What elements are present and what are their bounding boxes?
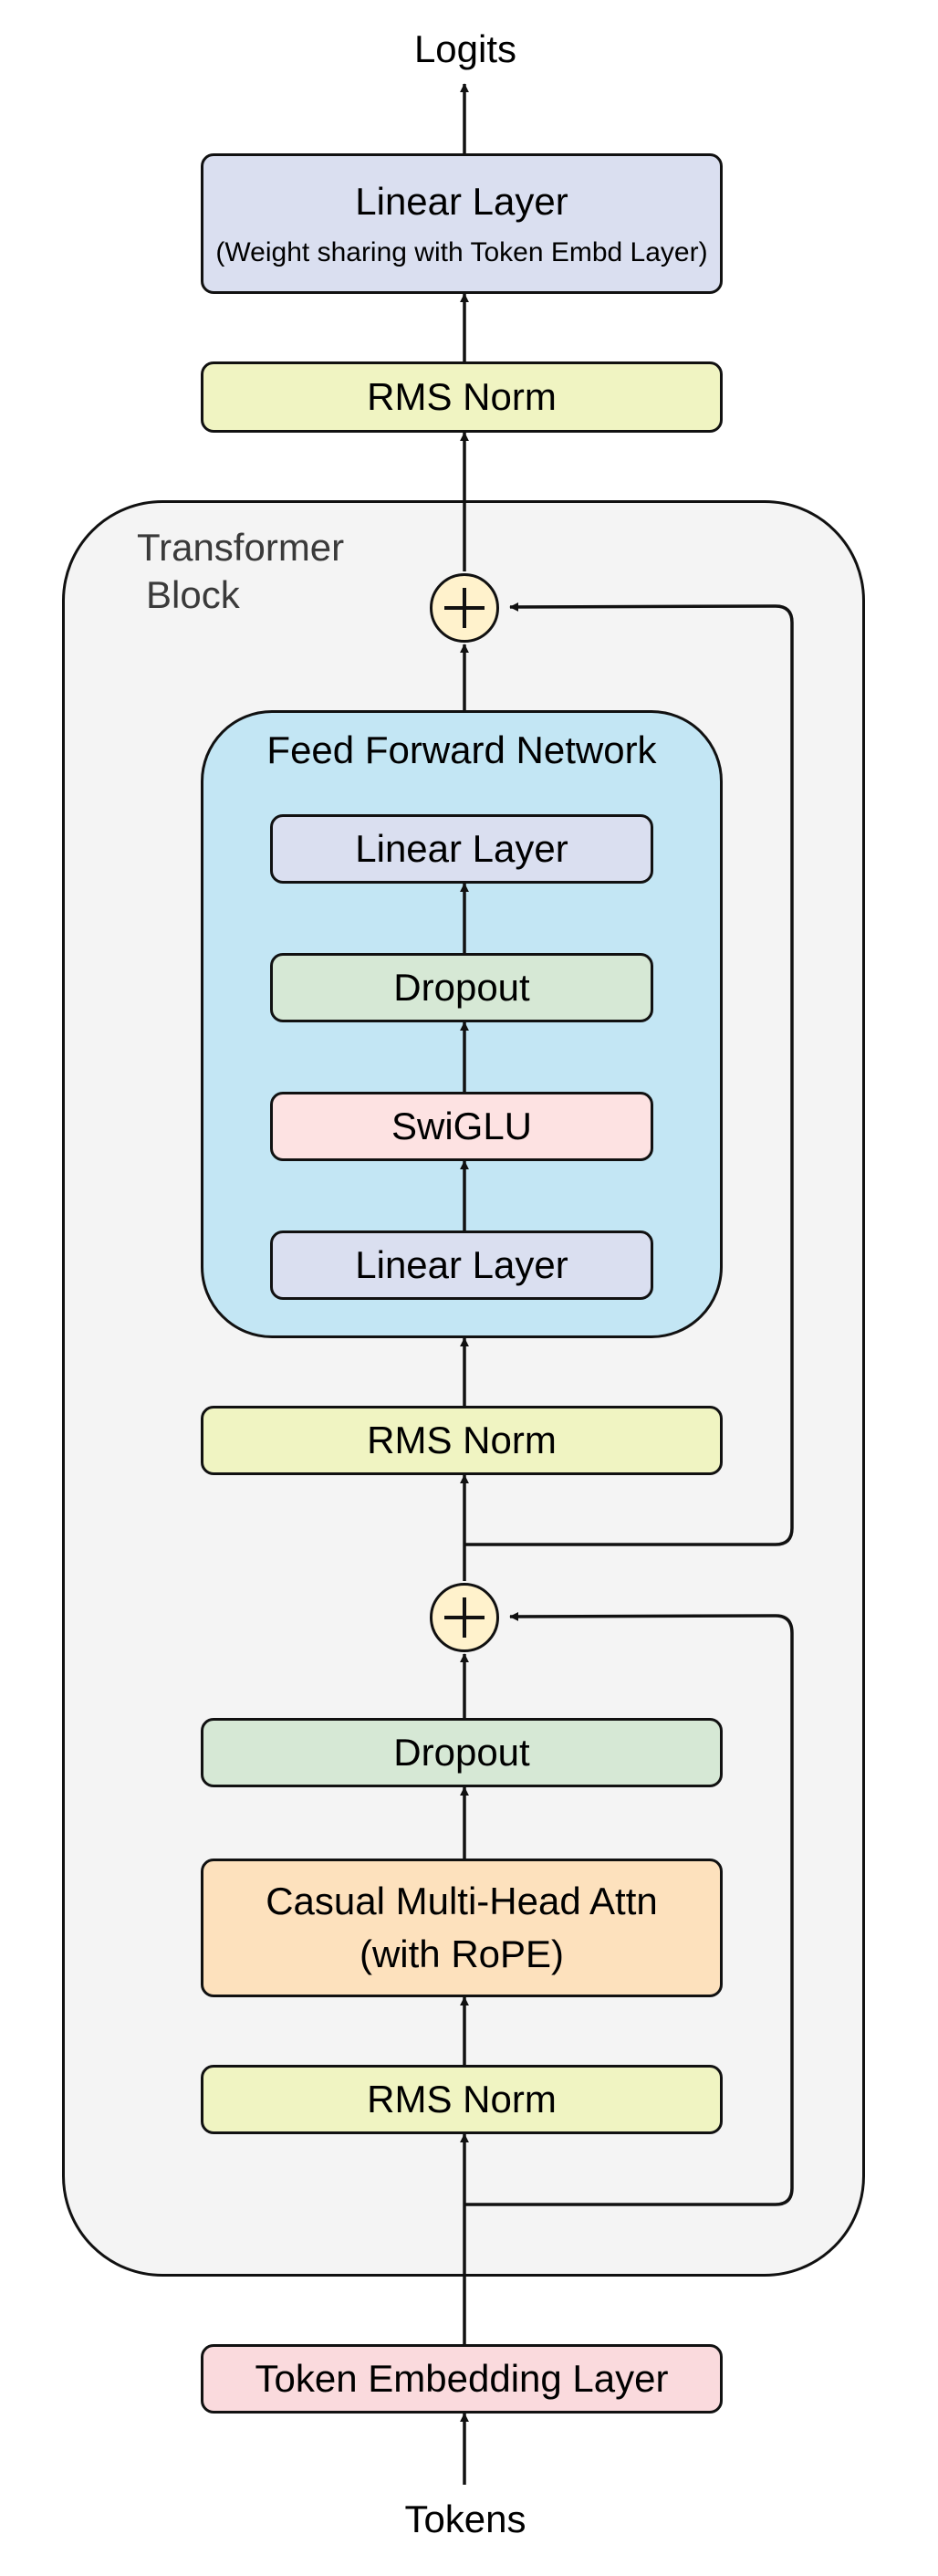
attention-title: Casual Multi-Head Attn [266,1879,658,1922]
add-node-ffn [430,573,499,643]
ffn-linear-layer-in: Linear Layer [270,1230,653,1300]
residual-path-attention [464,1611,794,2206]
attention-dropout: Dropout [201,1718,723,1787]
circled-plus-icon [444,588,485,628]
logits-label: Logits [413,27,517,70]
output-linear-layer: Linear Layer (Weight sharing with Token … [201,153,723,294]
circled-plus-icon [444,1597,485,1638]
transformer-block-title-line2: Block [146,573,240,616]
attention-subtitle: (with RoPE) [359,1932,565,1975]
tokens-label: Tokens [404,2497,526,2540]
ffn-swiglu: SwiGLU [270,1092,653,1161]
causal-multi-head-attention: Casual Multi-Head Attn (with RoPE) [201,1859,723,1997]
output-linear-title: Linear Layer [355,180,568,223]
transformer-block-title: Transformer Block [137,524,383,619]
ffn-dropout: Dropout [270,953,653,1022]
ffn-linear-layer-out: Linear Layer [270,814,653,884]
final-rms-norm: RMS Norm [201,361,723,433]
add-node-attention [430,1583,499,1652]
residual-path-ffn [464,602,794,1546]
ffn-title: Feed Forward Network [266,728,657,771]
output-linear-subtitle: (Weight sharing with Token Embd Layer) [215,236,708,267]
ffn-rms-norm: RMS Norm [201,1406,723,1475]
attention-rms-norm: RMS Norm [201,2065,723,2134]
token-embedding-layer: Token Embedding Layer [201,2344,723,2414]
transformer-block-title-line1: Transformer [137,526,345,569]
